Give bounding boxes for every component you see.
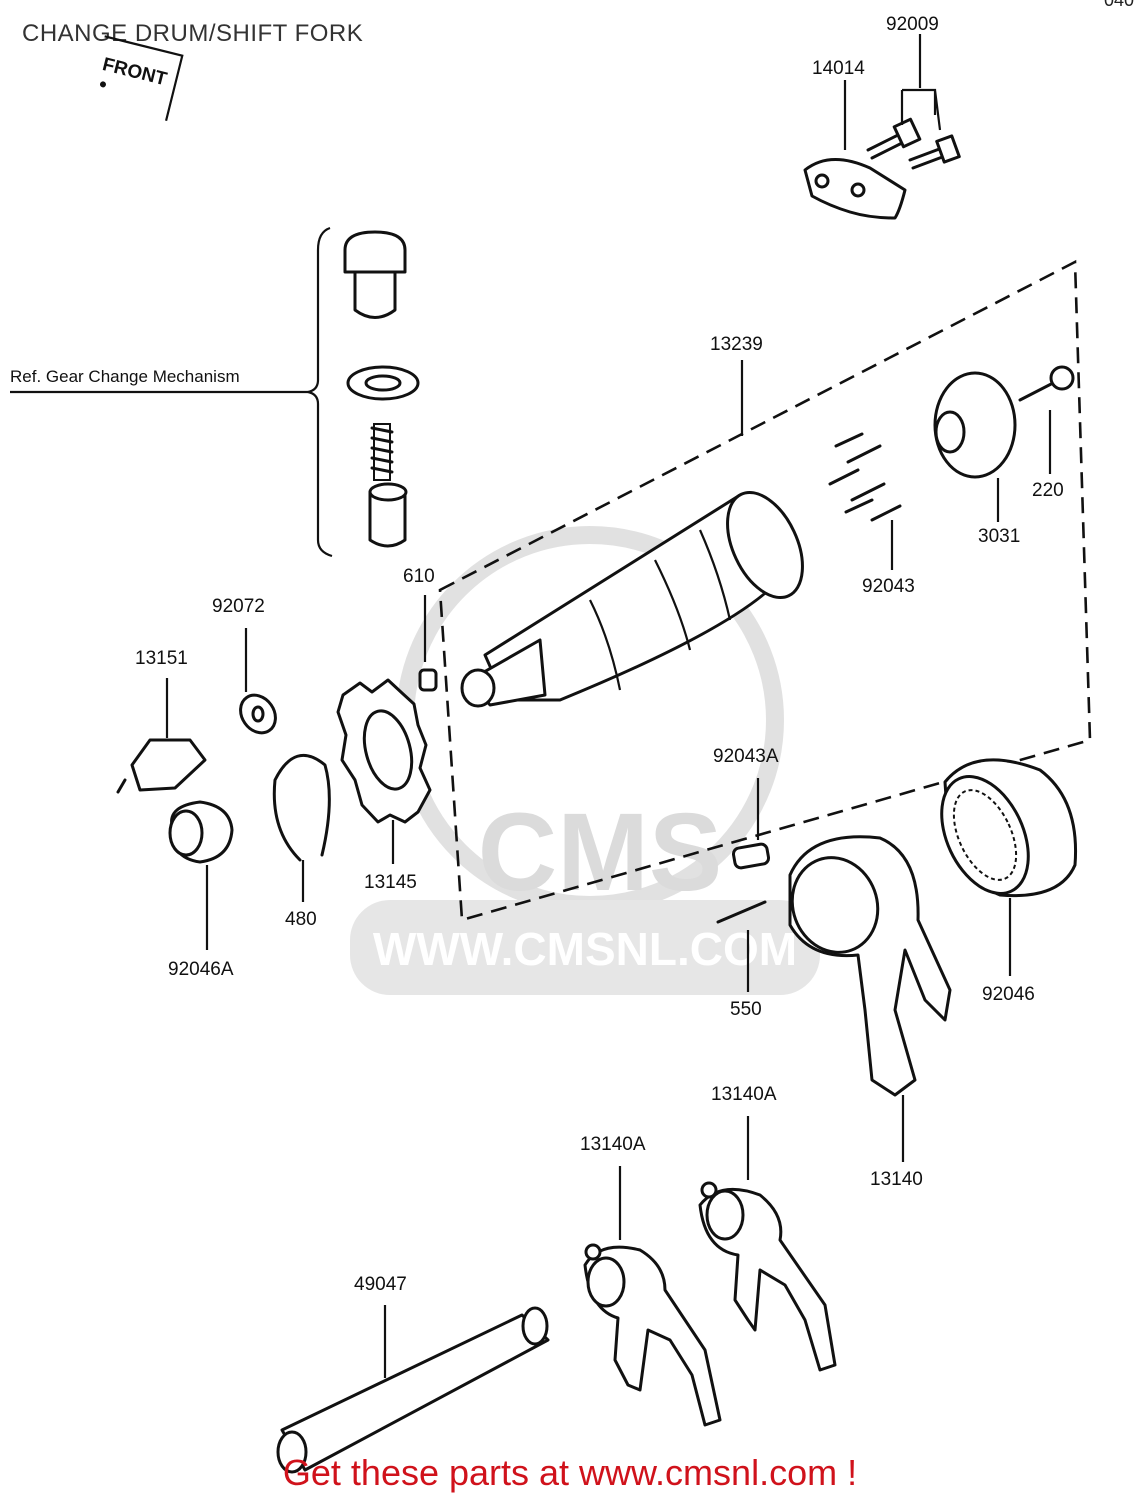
shift-rod-49047 [276,1306,550,1474]
label-14014: 14014 [812,58,865,79]
label-610: 610 [403,566,435,587]
label-13140: 13140 [870,1169,923,1190]
shift-fork-13140A-left [583,1243,722,1427]
pin-92043A [731,842,771,870]
watermark-url: WWW.CMSNL.COM [373,923,797,975]
needle-bearing-92046 [940,758,1078,898]
label-13239: 13239 [710,334,763,355]
watermark-logo: CMS [478,791,722,914]
shift-fork-13140 [788,835,952,1097]
label-92043A: 92043A [713,746,779,767]
label-13140A-right: 13140A [711,1084,777,1105]
label-92046A: 92046A [168,959,234,980]
label-480: 480 [285,909,317,930]
diagram-code: 040 [1103,0,1134,10]
label-13145: 13145 [364,872,417,893]
shift-fork-13140A-right [698,1181,837,1372]
gasket-washer [346,365,420,401]
drum-pins-92043 [828,432,902,522]
front-direction-tag: FRONT [99,35,184,121]
label-13140A-left: 13140A [580,1134,646,1155]
label-92009: 92009 [886,14,939,35]
screw-220 [1018,365,1075,402]
diagram-title: CHANGE DRUM/SHIFT FORK [22,20,364,47]
cotter-pin-550 [716,900,767,924]
label-220: 220 [1032,480,1064,501]
bolt-92009-a [866,117,922,160]
label-92046: 92046 [982,984,1035,1005]
label-92043: 92043 [862,576,915,597]
plug-bolt [343,230,407,319]
ref-note: Ref. Gear Change Mechanism [10,367,240,386]
pin-plate-3031 [933,371,1017,479]
spring [370,423,394,481]
label-49047: 49047 [354,1274,407,1295]
cms-watermark: CMS WWW.CMSNL.COM [350,526,820,995]
label-13151: 13151 [135,648,188,669]
bolt-92009-b [908,134,961,170]
detent-pin [368,482,408,548]
label-3031: 3031 [978,526,1020,547]
footer-link[interactable]: Get these parts at www.cmsnl.com ! [282,1452,858,1493]
label-92072: 92072 [212,596,265,617]
neutral-switch-13151 [116,738,207,794]
pin-610 [418,668,438,692]
bracket-14014 [803,158,907,220]
cam-plate-13145 [336,678,432,824]
change-drum [460,490,804,708]
bush-92046A [168,800,234,864]
front-tag-label: FRONT [100,54,169,90]
washer-92072 [239,693,277,735]
label-550: 550 [730,999,762,1020]
circlip-480 [272,754,331,862]
